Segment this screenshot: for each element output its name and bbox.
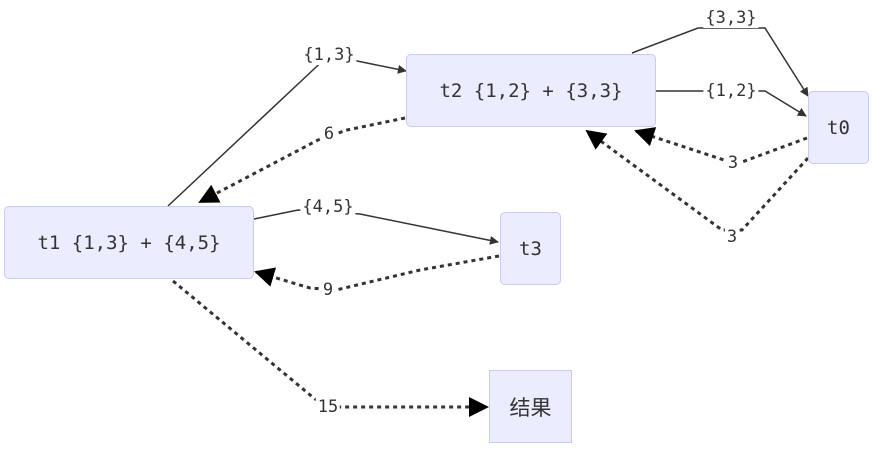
node-t2-label: t2 {1,2} + {3,3} xyxy=(439,79,623,102)
edge-label-t1-result: 15 xyxy=(315,397,341,417)
node-t2[interactable]: t2 {1,2} + {3,3} xyxy=(406,54,656,127)
edge-label-t2-t1: 6 xyxy=(321,124,337,144)
node-t3-label: t3 xyxy=(519,237,542,260)
edge-label-t1-t3: {4,5} xyxy=(300,197,356,217)
edge-label-t2-t0-b: {1,2} xyxy=(703,81,759,101)
edge-t2-t1 xyxy=(198,116,406,204)
node-t1-label: t1 {1,3} + {4,5} xyxy=(37,231,221,254)
node-result-label: 结果 xyxy=(509,395,552,420)
edge-label-t2-t0-a: {3,3} xyxy=(703,8,759,28)
edge-t2-t0-a xyxy=(631,27,809,97)
edge-t0-t2-a xyxy=(634,127,808,164)
edge-t0-t2-b xyxy=(585,129,810,232)
node-t1[interactable]: t1 {1,3} + {4,5} xyxy=(4,206,254,279)
edge-t1-t3 xyxy=(253,209,499,245)
edge-label-t0-t2-b: 3 xyxy=(724,227,740,247)
node-t0-label: t0 xyxy=(827,116,850,139)
edge-label-t0-t2-a: 3 xyxy=(725,153,741,173)
edge-label-t3-t1: 9 xyxy=(320,280,336,300)
edge-label-t1-t2: {1,3} xyxy=(301,45,357,65)
edge-t3-t1 xyxy=(254,254,500,292)
node-t3[interactable]: t3 xyxy=(500,212,561,285)
edge-t1-t2 xyxy=(167,54,407,207)
node-t0[interactable]: t0 xyxy=(808,91,869,164)
node-result[interactable]: 结果 xyxy=(489,370,572,443)
